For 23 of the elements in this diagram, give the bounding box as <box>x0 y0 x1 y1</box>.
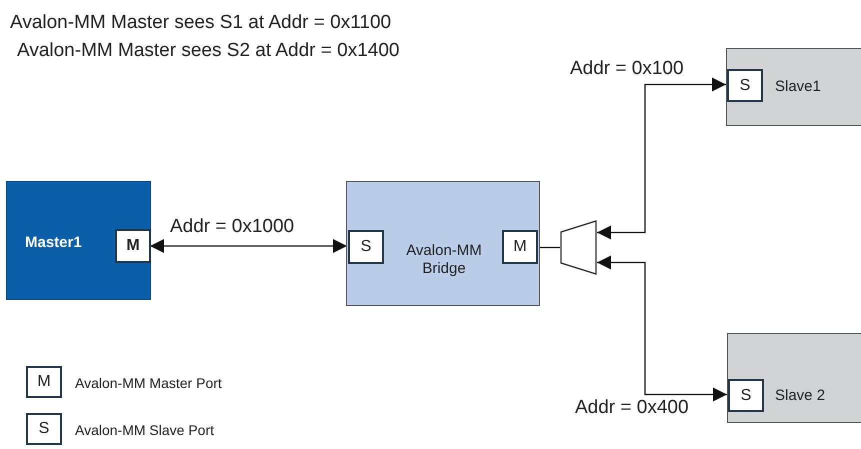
heading-text: Avalon-MM Master sees S1 at Addr = 0x1100 <box>10 11 392 35</box>
port-label: M <box>115 229 151 263</box>
master-box <box>6 181 151 300</box>
heading-text: Avalon-MM Master sees S2 at Addr = 0x1400 <box>17 39 400 63</box>
port-label: S <box>348 230 384 264</box>
node-title: Avalon-MM Bridge <box>405 242 483 278</box>
arrow <box>597 256 727 402</box>
slave-box <box>726 48 861 126</box>
arrow <box>150 239 347 253</box>
legend-text: Avalon-MM Master Port <box>75 374 222 393</box>
arrow <box>597 78 726 240</box>
port-label: S <box>26 413 62 445</box>
slave-box <box>727 333 861 423</box>
node-title: Slave 2 <box>775 387 826 405</box>
bridge-box <box>346 181 540 306</box>
port-label: S <box>728 379 764 412</box>
port-label: M <box>26 366 62 398</box>
node-title: Slave1 <box>775 78 821 96</box>
node-title: Master1 <box>25 234 82 252</box>
port-label: M <box>502 230 538 264</box>
legend-text: Avalon-MM Slave Port <box>75 421 214 440</box>
port-label: S <box>727 69 763 102</box>
multiplexer-shape <box>560 220 597 275</box>
